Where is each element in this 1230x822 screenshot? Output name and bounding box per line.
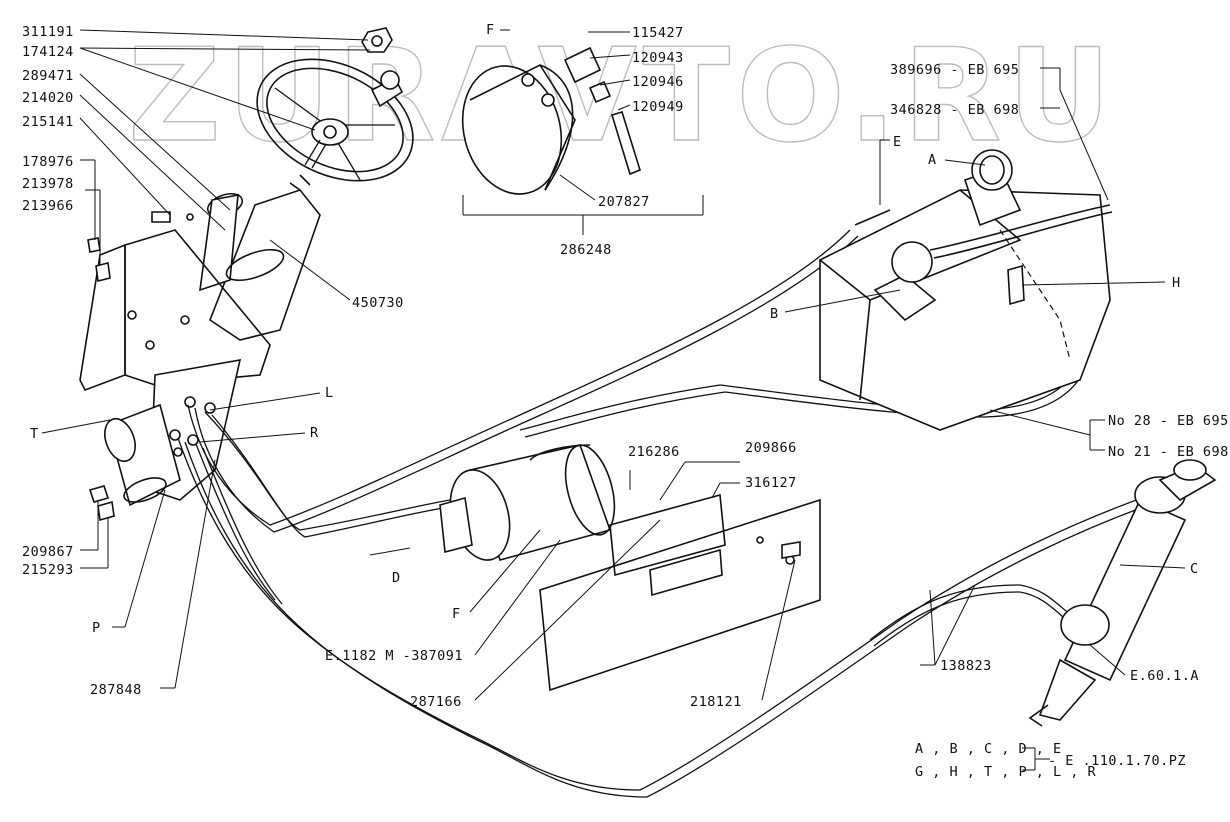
label-E: E [893,134,902,150]
label-E1182M: E.1182 M -387091 [325,648,463,664]
column-fittings-L-R-T [169,396,216,457]
horn-knob [370,70,404,108]
hydraulic-cylinder [1028,459,1217,727]
detail-f [461,46,704,235]
label-F-upper: F [486,22,495,38]
label-450730: 450730 [352,295,404,311]
label-215141: 215141 [22,114,74,130]
oil-tank [819,149,1113,431]
leader-lines [41,29,1186,771]
label-311191: 311191 [22,24,74,40]
hydraulic-lines [177,229,1158,798]
filter-cylinder [439,444,616,561]
label-213978: 213978 [22,176,74,192]
label-115427: 115427 [632,25,684,41]
label-No21-EB698: No 21 - EB 698 [1108,444,1229,460]
column-bracket [79,229,271,392]
label-316127: 316127 [745,475,797,491]
label-A: A [928,152,937,168]
legend-line-2: G , H , T , P , L , R [915,764,1097,780]
legend-line-1: A , B , C , D , E [915,741,1062,757]
nuts-209867-215293 [88,485,115,522]
label-D: D [392,570,401,586]
nut-311191 [361,27,393,53]
label-120949: 120949 [632,99,684,115]
label-E60-1A: E.60.1.A [1130,668,1199,684]
label-C: C [1190,561,1199,577]
label-389696-EB695: 389696 - EB 695 [890,62,1019,78]
label-138823: 138823 [940,658,992,674]
label-213966: 213966 [22,198,74,214]
label-R: R [310,425,319,441]
label-L: L [325,385,334,401]
callout-labels: 311191 174124 289471 214020 215141 17897… [22,22,1229,780]
label-F-lower: F [452,606,461,622]
label-T: T [30,426,39,442]
label-178976: 178976 [22,154,74,170]
label-P: P [92,620,101,636]
label-215293: 215293 [22,562,74,578]
label-346828-EB698: 346828 - EB 698 [890,102,1019,118]
label-No28-EB695: No 28 - EB 695 [1108,413,1229,429]
label-209867: 209867 [22,544,74,560]
mounting-plate [539,493,821,692]
label-207827: 207827 [598,194,650,210]
label-H: H [1172,275,1181,291]
steering-column [199,139,327,341]
label-214020: 214020 [22,90,74,106]
label-286248: 286248 [560,242,612,258]
label-287166: 287166 [410,694,462,710]
label-216286: 216286 [628,444,680,460]
label-287848: 287848 [90,682,142,698]
label-B: B [770,306,779,322]
label-120946: 120946 [632,74,684,90]
label-120943: 120943 [632,50,684,66]
legend-reference: - E .110.1.70.PZ [1048,753,1186,769]
bolts-213978-213966 [87,211,194,282]
label-218121: 218121 [690,694,742,710]
label-209866: 209866 [745,440,797,456]
label-174124: 174124 [22,44,74,60]
label-289471: 289471 [22,68,74,84]
